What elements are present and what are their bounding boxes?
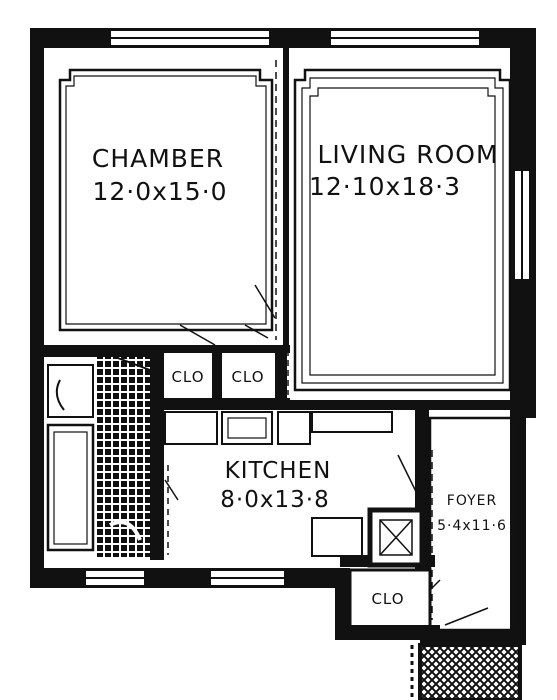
bathroom: [46, 356, 151, 557]
windows: [84, 29, 531, 587]
chamber-dimensions: 12·0x15·0: [92, 177, 227, 206]
kitchen-dimensions: 8·0x13·8: [220, 487, 329, 513]
interior-walls: [44, 345, 435, 570]
living-room: [287, 68, 512, 395]
entry-hatch: [418, 643, 522, 700]
closet-1-label: CLO: [171, 368, 204, 386]
chamber-room: [44, 48, 289, 348]
foyer-dimensions: 5·4x11·6: [437, 518, 507, 534]
closet-3-label: CLO: [371, 590, 404, 608]
living-room-label: LIVING ROOM: [317, 140, 498, 169]
foyer-room: [428, 416, 520, 632]
chamber-label: CHAMBER: [92, 144, 224, 173]
kitchen-fixtures: [164, 411, 426, 557]
kitchen-label: KITCHEN: [225, 458, 332, 484]
shaft: [367, 507, 425, 568]
foyer-label: FOYER: [447, 493, 497, 509]
living-room-dimensions: 12·10x18·3: [309, 172, 461, 201]
closet-2-label: CLO: [231, 368, 264, 386]
